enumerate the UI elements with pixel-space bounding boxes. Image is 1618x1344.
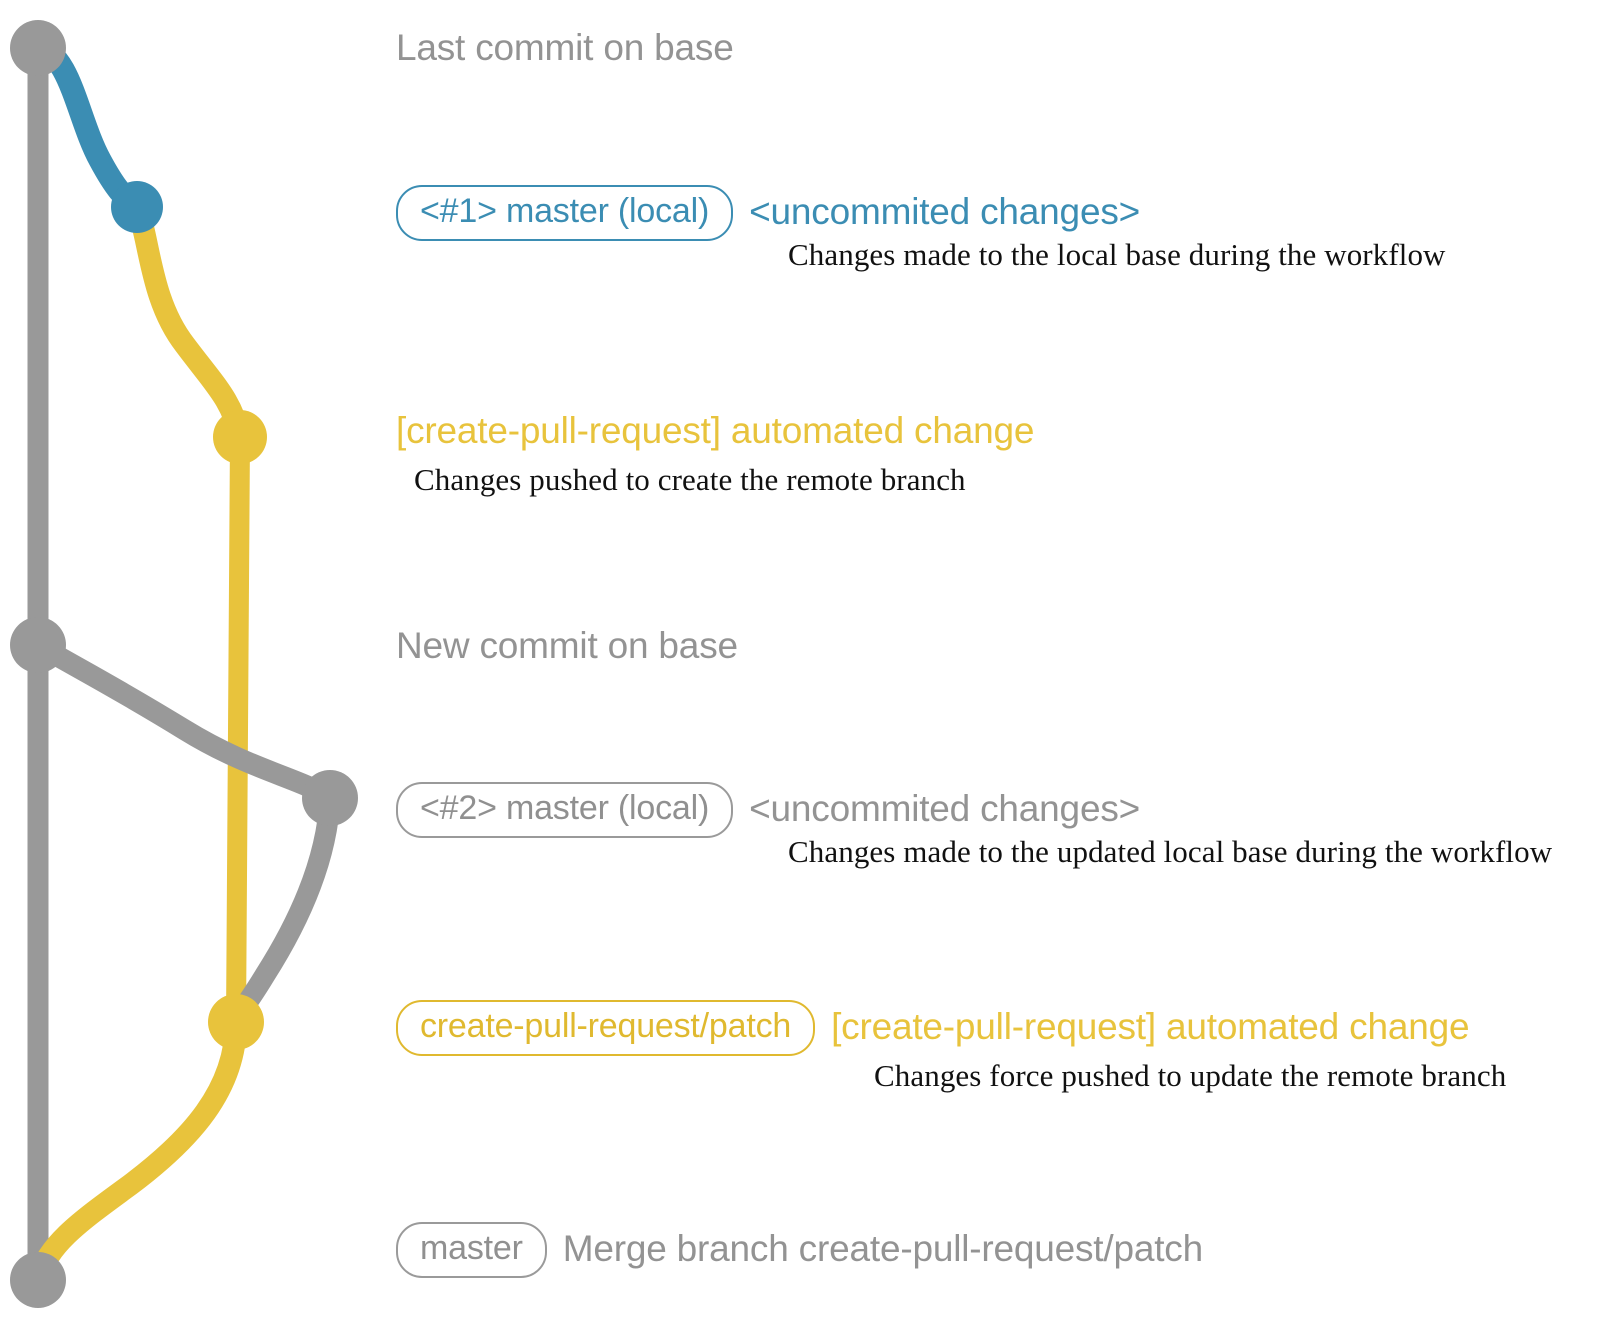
spacer [733,809,749,810]
edge-yellow-lane [226,427,250,1032]
spacer [733,212,749,213]
branch-badge-master-local-2[interactable]: <#2> master (local) [396,782,734,838]
commit-node-last-commit-on-base[interactable] [10,20,66,76]
commit-headline: <uncommited changes> [749,191,1141,233]
edge-yellow-merge [27,1011,247,1291]
edge-gray-branch-right [27,634,341,809]
commit-row-master-local-2: <#2> master (local) <uncommited changes> [396,782,1140,838]
commit-headline: Last commit on base [396,27,734,68]
commit-node-master-local-1[interactable] [111,181,163,233]
commit-row-last-commit-on-base: Last commit on base [396,27,734,68]
commit-row-master-local-1: <#1> master (local) <uncommited changes> [396,185,1140,241]
commit-headline: New commit on base [396,625,738,666]
commit-node-master-local-2[interactable] [302,770,358,826]
commit-headline: <uncommited changes> [749,788,1141,830]
commit-graph [10,20,358,1308]
commit-row-automated-change-1: [create-pull-request] automated change [396,410,1035,451]
commit-row-merge-master: master Merge branch create-pull-request/… [396,1222,1203,1278]
commit-node-new-commit-on-base[interactable] [10,617,66,673]
commit-node-automated-change-1[interactable] [213,410,267,464]
commit-row-automated-change-2: create-pull-request/patch [create-pull-r… [396,1000,1470,1056]
branch-badge-create-pull-request-patch[interactable]: create-pull-request/patch [396,1000,816,1056]
commit-node-automated-change-2[interactable] [208,994,264,1050]
commit-subtext-master-local-1: Changes made to the local base during th… [788,237,1446,272]
commit-headline: Merge branch create-pull-request/patch [562,1228,1203,1270]
commit-headline: [create-pull-request] automated change [396,410,1035,451]
edge-yellow-branch-1 [126,196,251,448]
commit-subtext-automated-change-2: Changes force pushed to update the remot… [874,1058,1507,1093]
spacer [815,1027,831,1028]
spacer [547,1249,563,1250]
commit-node-merge-master[interactable] [10,1252,66,1308]
commit-subtext-automated-change-1: Changes pushed to create the remote bran… [414,462,966,497]
branch-badge-master[interactable]: master [396,1222,547,1278]
commit-row-new-commit-on-base: New commit on base [396,625,738,666]
commit-subtext-master-local-2: Changes made to the updated local base d… [788,834,1553,869]
branch-badge-master-local-1[interactable]: <#1> master (local) [396,185,734,241]
commit-headline: [create-pull-request] automated change [831,1006,1470,1048]
